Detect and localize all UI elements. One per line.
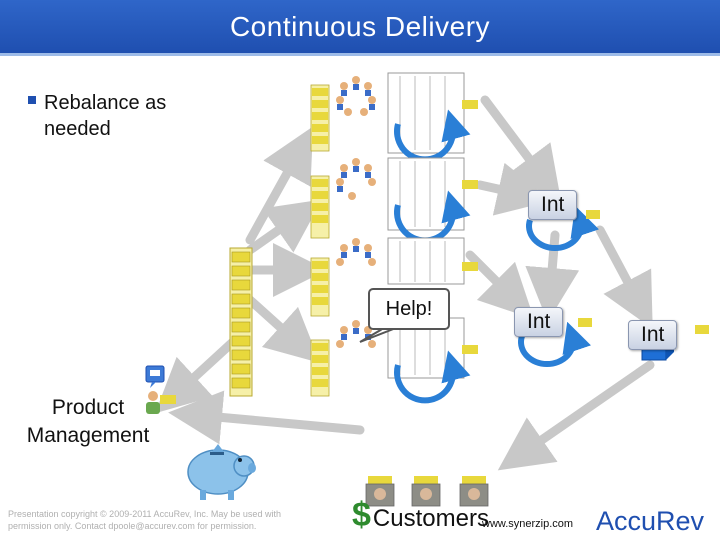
- product-management-label: Product Management: [26, 396, 150, 447]
- help-label: Help!: [385, 297, 433, 320]
- team-3: [310, 237, 478, 317]
- bullet-square-icon: [28, 96, 36, 104]
- arrow-pm-to-team2: [245, 199, 323, 255]
- arrow-int-to-int2: [525, 230, 580, 322]
- arrow-customers-to-pm: [168, 390, 365, 445]
- int-cycle-1: [526, 205, 599, 251]
- title-bar: Continuous Delivery: [0, 0, 720, 56]
- accurev-logo: AccuRev: [596, 506, 705, 536]
- delivery-diagram: [145, 72, 709, 507]
- arrow-int-to-int3: [595, 225, 653, 329]
- integration-box-1: Int: [528, 190, 578, 220]
- arrow-team2-to-int: [475, 162, 552, 216]
- integration-label-2: Int: [527, 310, 551, 333]
- integration-box-3: Int: [628, 320, 678, 350]
- flow-arrows: [155, 95, 655, 471]
- customers-text: Customers: [372, 505, 489, 532]
- arrow-int3-to-customers: [497, 360, 655, 471]
- int-cycle-2: [518, 321, 591, 367]
- bullet-item: Rebalance as needed: [28, 90, 228, 142]
- product-manager-icon: [145, 365, 176, 414]
- bullet-text: Rebalance as needed: [44, 92, 167, 140]
- team-1: [310, 72, 478, 163]
- integration-label-3: Int: [641, 323, 665, 346]
- team-4: [310, 317, 478, 404]
- product-backlog: [229, 247, 253, 397]
- arrow-pm-to-team4: [245, 295, 321, 364]
- arrow-team3-to-int2: [465, 250, 535, 320]
- team-2: [310, 157, 478, 244]
- arrow-pm-to-team1: [245, 126, 314, 245]
- customers-label: $ Customers: [352, 496, 489, 535]
- copyright-text: Presentation copyright © 2009-2011 AccuR…: [8, 509, 281, 531]
- website-text: www.synerzip.com: [482, 518, 574, 530]
- dollar-icon: $: [352, 496, 371, 534]
- arrow-team1-to-int: [480, 95, 562, 202]
- integration-box-2: Int: [514, 307, 564, 337]
- customer-photos: [365, 476, 489, 507]
- integration-label-1: Int: [541, 193, 565, 216]
- slide-title: Continuous Delivery: [229, 10, 491, 42]
- help-callout: Help!: [368, 288, 450, 330]
- logo-text: AccuRev: [596, 506, 705, 536]
- arrow-backlog-to-pm: [155, 335, 240, 414]
- piggy-bank-icon: [187, 444, 256, 500]
